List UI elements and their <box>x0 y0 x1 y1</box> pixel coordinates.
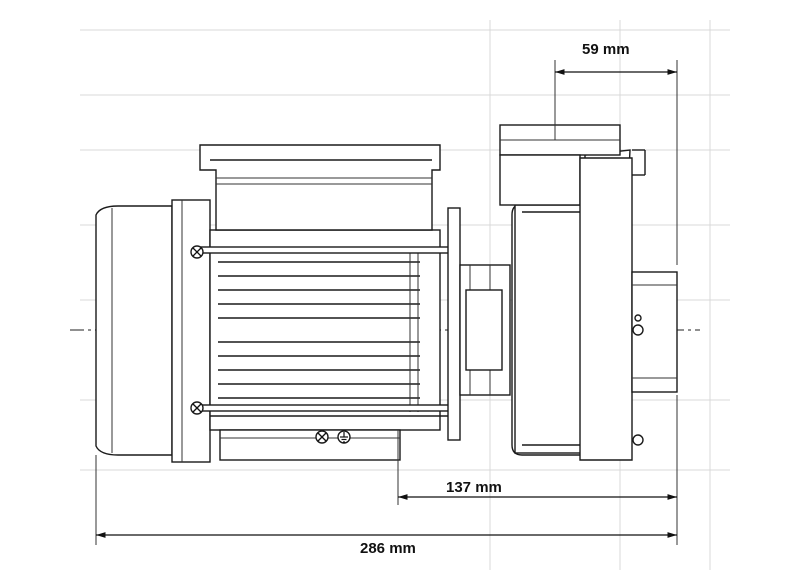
dimension-59mm: 59 mm <box>554 41 678 265</box>
screw-icon <box>190 401 204 415</box>
outlet-port <box>499 124 646 461</box>
terminal-box <box>199 144 441 231</box>
dimension-label-286: 286 mm <box>360 540 416 557</box>
screw-icon <box>190 245 204 259</box>
dimension-label-59: 59 mm <box>582 41 630 58</box>
mounting-flange <box>447 207 511 441</box>
dimension-label-137: 137 mm <box>446 479 502 496</box>
inlet-port <box>631 271 678 446</box>
dimension-137mm: 137 mm <box>397 395 678 505</box>
motor-end-cap <box>95 199 211 463</box>
screw-icon <box>315 430 329 444</box>
dimension-286mm: 286 mm <box>95 455 678 557</box>
motor-base <box>219 429 401 461</box>
ground-symbol-icon <box>337 430 351 444</box>
motor-body <box>209 229 448 431</box>
cooling-fins <box>218 252 420 412</box>
